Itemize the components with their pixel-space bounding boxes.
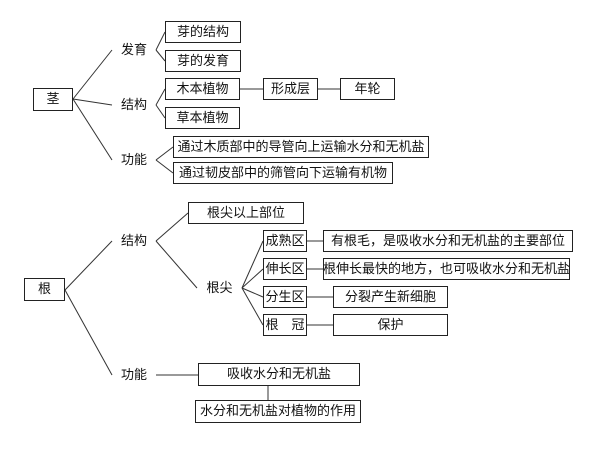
phloem-transport-node: 通过韧皮部中的筛管向下运输有机物 [173,162,393,184]
edge-root-structure [64,240,113,291]
cambium-node: 形成层 [263,78,318,100]
edge-structure-tip [155,240,198,289]
meristem-zone-node: 分生区 [263,286,307,308]
edge-stem-structure [72,98,113,106]
edge-structure-herb [155,104,166,119]
edge-tip-cap [241,287,264,326]
root-function-label: 功能 [120,367,147,383]
edge-tip-meristem [241,287,264,298]
root-structure-label: 结构 [120,233,147,249]
meristem-desc-node: 分裂产生新细胞 [333,286,448,308]
edge-stem-function [72,98,113,161]
herbaceous-plant-node: 草本植物 [165,107,240,129]
edge-structure-woody [155,88,166,106]
stem-function-label: 功能 [120,152,147,168]
effect-node: 水分和无机盐对植物的作用 [195,400,361,423]
annual-ring-node: 年轮 [340,78,395,100]
stem-root-node: 茎 [33,88,73,111]
edge-function-xylem [155,146,174,161]
bud-develop-node: 芽的发育 [165,50,241,72]
maturation-zone-node: 成熟区 [263,230,307,252]
root-tip-label: 根尖 [206,280,233,296]
root-cap-node: 根 冠 [263,314,307,336]
edge-develop-buddevelop [155,49,166,62]
above-tip-node: 根尖以上部位 [188,202,304,224]
edge-develop-budstructure [155,31,166,51]
woody-plant-node: 木本植物 [165,78,240,100]
absorb-node: 吸收水分和无机盐 [198,363,360,386]
elongation-zone-node: 伸长区 [263,258,307,280]
xylem-transport-node: 通过木质部中的导管向上运输水分和无机盐 [173,136,429,158]
edge-function-phloem [155,159,174,174]
edge-tip-maturation [241,240,264,289]
maturation-desc-node: 有根毛，是吸收水分和无机盐的主要部位 [323,230,573,252]
stem-develop-label: 发育 [120,42,147,58]
stem-structure-label: 结构 [120,97,147,113]
root-root-node: 根 [24,278,65,301]
elongation-desc-node: 根伸长最快的地方，也可吸收水分和无机盐 [323,258,570,280]
bud-structure-node: 芽的结构 [165,21,241,43]
edge-stem-develop [72,49,113,100]
edge-structure-abovetip [155,212,189,242]
root-cap-desc-node: 保护 [333,314,448,336]
edge-root-function [64,289,113,376]
edge-tip-elongation [241,268,264,289]
